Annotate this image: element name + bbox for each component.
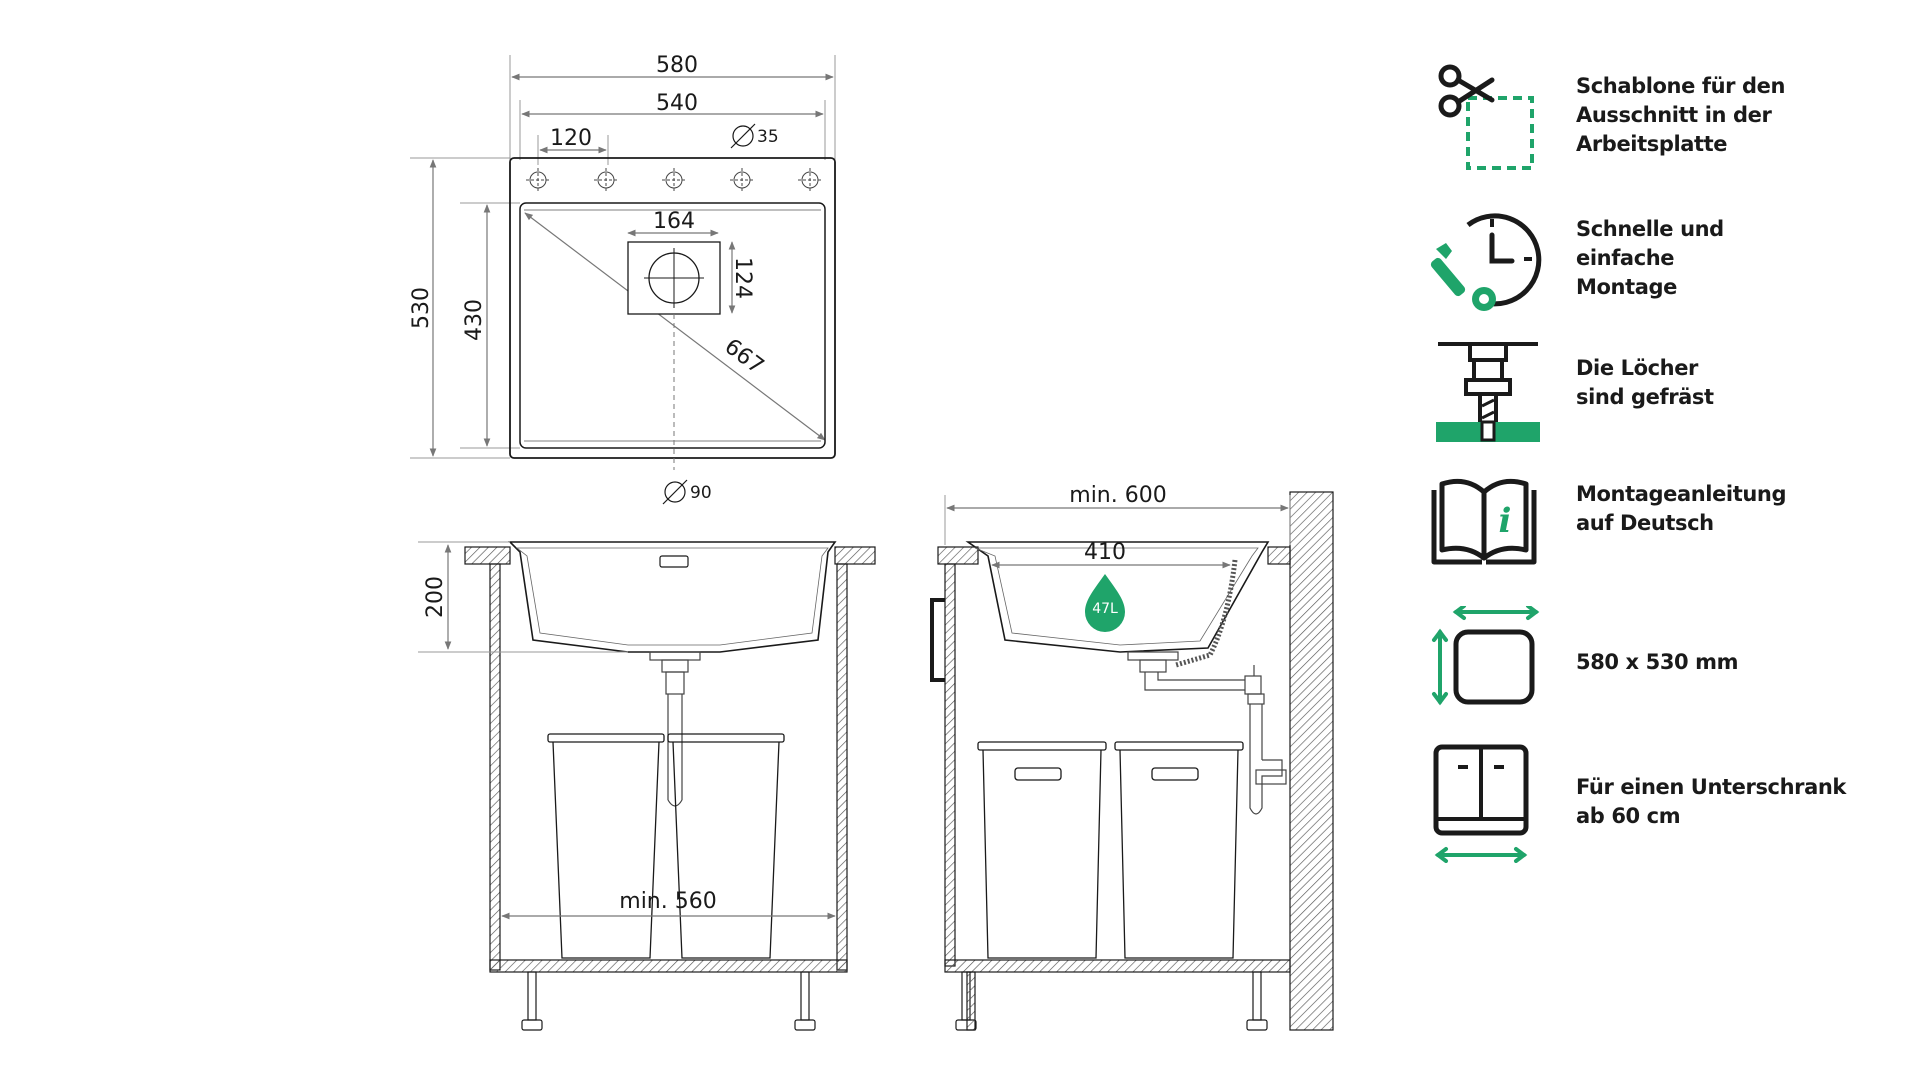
front-view: 200 min. 560 <box>418 541 876 1031</box>
drill-icon <box>1430 340 1550 460</box>
feature-drilled-line-1: Die Löcher <box>1576 356 1698 380</box>
feature-template-line-2: Ausschnitt in der <box>1576 103 1772 127</box>
side-view: min. 600 410 47L <box>930 483 1334 1031</box>
hole-diameter-label: 35 <box>757 127 779 147</box>
feature-assembly-line-2: einfache <box>1576 246 1675 270</box>
dimensions-icon <box>1430 604 1550 726</box>
width-580-label: 580 <box>656 53 698 78</box>
cabinet-icon <box>1430 743 1550 863</box>
cabinet-min-600-label: min. 600 <box>1069 483 1166 508</box>
manual-book-icon: i <box>1430 478 1550 598</box>
volume-label: 47L <box>1092 601 1118 617</box>
bowl-width-410-label: 410 <box>1084 540 1126 565</box>
feature-assembly-line-1: Schnelle und <box>1576 217 1724 241</box>
feature-manual-line-1: Montageanleitung <box>1576 482 1787 506</box>
feature-manual-line-2: auf Deutsch <box>1576 511 1714 535</box>
diameter-90-icon <box>662 479 688 505</box>
top-view: 580 540 120 35 530 430 164 124 667 90 <box>409 53 836 505</box>
scissors-template-icon <box>1430 58 1550 178</box>
diagonal-label: 667 <box>720 334 769 379</box>
height-430-label: 430 <box>462 299 487 341</box>
cabinet-min-560-label: min. 560 <box>619 889 716 914</box>
feature-cabinet-line-2: ab 60 cm <box>1576 804 1681 828</box>
feature-assembly-line-3: Montage <box>1576 275 1677 299</box>
diameter-35-icon <box>730 123 756 149</box>
feature-drilled-holes: Die Löcher sind gefräst <box>1430 340 1900 460</box>
svg-text:i: i <box>1499 501 1512 541</box>
tap-hole-markers <box>526 168 822 192</box>
feature-cabinet-line-1: Für einen Unterschrank <box>1576 775 1846 799</box>
drain-width-label: 164 <box>653 209 695 234</box>
feature-cabinet: Für einen Unterschrank ab 60 cm <box>1430 743 1900 863</box>
drain-diameter-label: 90 <box>690 483 712 503</box>
hole-spacing-label: 120 <box>550 126 592 151</box>
feature-dimensions: 580 x 530 mm <box>1430 604 1900 726</box>
feature-dimensions-line-1: 580 x 530 mm <box>1576 650 1739 674</box>
width-540-label: 540 <box>656 91 698 116</box>
feature-manual: i Montageanleitung auf Deutsch <box>1430 478 1900 598</box>
feature-template-line-1: Schablone für den <box>1576 74 1786 98</box>
feature-drilled-line-2: sind gefräst <box>1576 385 1714 409</box>
feature-template-line-3: Arbeitsplatte <box>1576 132 1728 156</box>
drain-height-label: 124 <box>730 257 755 299</box>
height-530-label: 530 <box>409 287 434 329</box>
clock-wrench-icon <box>1430 203 1550 323</box>
water-drop-icon <box>1085 574 1125 632</box>
depth-200-label: 200 <box>423 576 448 618</box>
